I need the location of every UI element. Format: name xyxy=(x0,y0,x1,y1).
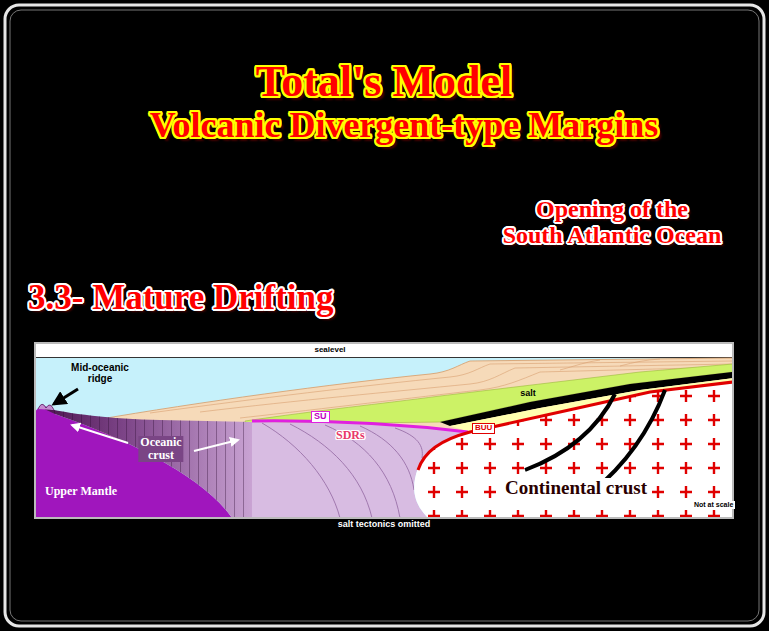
sdr-reflectors xyxy=(262,423,422,517)
crust-label: Oceanic crust xyxy=(138,436,183,462)
normal-fault xyxy=(592,390,665,492)
continental-crust xyxy=(414,382,732,517)
illustration-part xyxy=(560,360,600,370)
normal-fault xyxy=(525,394,615,470)
section-panel xyxy=(35,343,733,518)
buu-unconformity xyxy=(418,382,732,470)
ridge-label: Mid-oceanic ridge xyxy=(71,362,129,384)
salt-label: salt xyxy=(518,389,538,399)
ridge-arrow xyxy=(54,389,78,404)
continental-crust-pattern xyxy=(414,382,732,517)
stage-heading: 3.3- Mature Drifting xyxy=(28,279,334,318)
slide-frame xyxy=(5,5,764,626)
sealevel-label: sealevel xyxy=(314,346,345,355)
slide-frame-inner xyxy=(10,10,759,621)
slide-title: Total's Model xyxy=(256,58,512,106)
unit-box: SU xyxy=(311,411,330,423)
illustration-part xyxy=(395,428,422,458)
topic-heading: Opening of the South Atlantic Ocean xyxy=(503,196,722,249)
illustration-part xyxy=(325,425,400,517)
ridge-crest xyxy=(38,404,54,410)
sealevel-line xyxy=(36,357,732,358)
illustration-part xyxy=(360,426,414,490)
continent-label: Continental crust xyxy=(503,478,649,499)
crust-arrow xyxy=(72,425,128,443)
slide-subtitle: Volcanic Divergent-type Margins xyxy=(150,106,659,146)
oceanic-crust xyxy=(40,407,252,517)
illustration-part xyxy=(620,359,660,366)
unit-name: BUU xyxy=(475,424,492,433)
sea-water xyxy=(36,358,732,517)
unit-box: BUU xyxy=(472,423,495,434)
crust-arrow xyxy=(194,440,238,451)
oceanic-crust-stripes xyxy=(40,407,252,517)
caption: salt tectonics omitted xyxy=(338,520,431,530)
mantle-label: Upper Mantle xyxy=(45,485,117,498)
sdr-label: SDRs xyxy=(336,429,365,442)
scale-note: Not at scale xyxy=(692,501,735,509)
cross-section xyxy=(36,358,732,518)
unit-name: SU xyxy=(314,412,327,422)
illustration-part xyxy=(290,424,372,517)
illustration-part xyxy=(262,423,340,517)
